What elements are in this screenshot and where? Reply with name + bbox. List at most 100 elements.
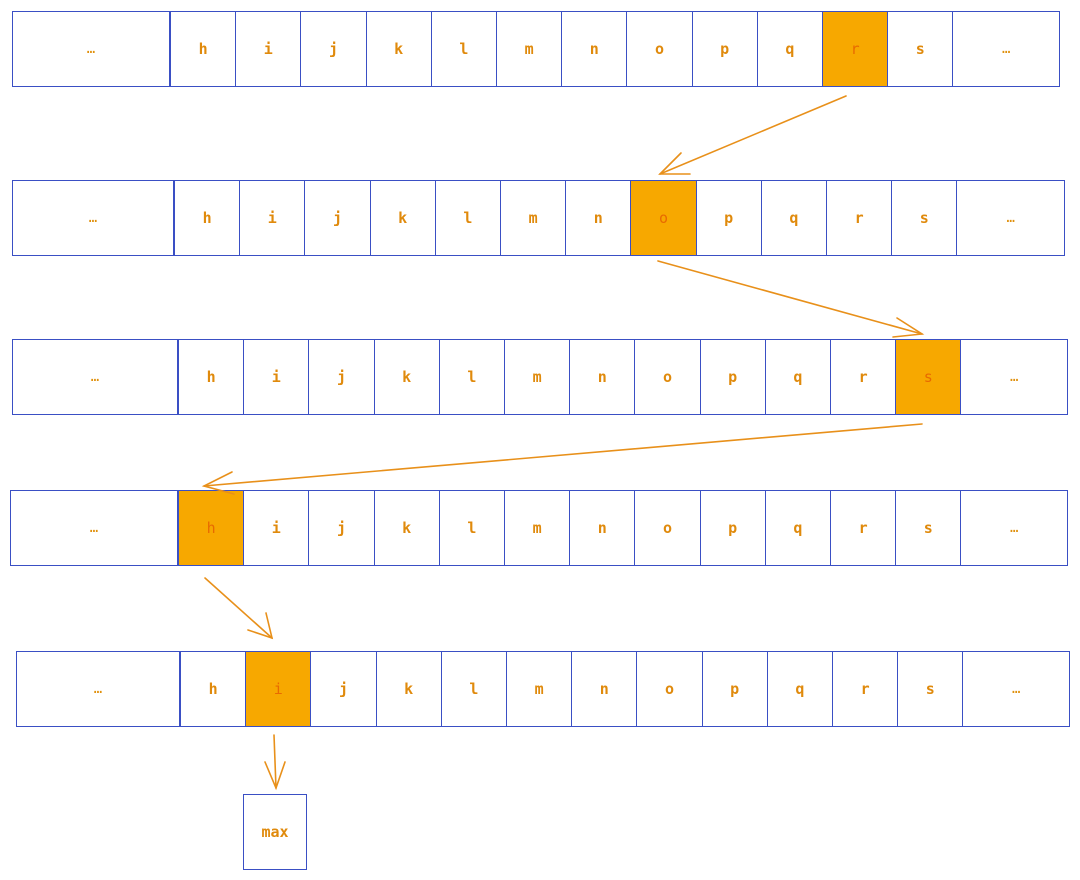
ellipsis-cell-left: …: [12, 180, 174, 256]
letter-cell-label: n: [593, 209, 603, 227]
arrow-h-to-i: [204, 577, 274, 640]
ellipsis-cell-right-label: …: [1001, 41, 1011, 57]
letter-cell-label: m: [532, 519, 542, 537]
letter-cell: l: [430, 11, 497, 87]
letter-cell-label: l: [463, 209, 473, 227]
letter-cell-label: h: [202, 209, 212, 227]
letter-cell: h: [180, 651, 247, 727]
letter-cell-label: l: [467, 519, 477, 537]
letter-cell-label: p: [720, 40, 730, 58]
max-box: max: [243, 794, 307, 870]
ellipsis-cell-left-label: …: [88, 210, 98, 226]
letter-cell: i: [235, 11, 302, 87]
highlighted-cell-label: r: [850, 40, 860, 58]
letter-cell-label: q: [793, 368, 803, 386]
letter-cell: h: [178, 339, 245, 415]
letter-cell: n: [561, 11, 628, 87]
letter-cell: o: [634, 490, 701, 566]
letter-cell-label: r: [858, 519, 868, 537]
letter-cell-label: o: [654, 40, 664, 58]
letter-cell-label: l: [469, 680, 479, 698]
letter-cell-label: j: [338, 680, 348, 698]
ellipsis-cell-left: …: [12, 11, 170, 87]
letter-cell-label: s: [915, 40, 925, 58]
letter-cell-label: j: [336, 368, 346, 386]
letter-cell: o: [636, 651, 703, 727]
letter-cell-label: o: [662, 368, 672, 386]
letter-cell-label: j: [328, 40, 338, 58]
ellipsis-cell-left: …: [16, 651, 180, 727]
letter-cell: j: [304, 180, 371, 256]
letter-cell: s: [891, 180, 958, 256]
letter-cell-label: j: [332, 209, 342, 227]
letter-cell-label: m: [532, 368, 542, 386]
letter-cell-label: q: [785, 40, 795, 58]
letter-cell-label: o: [662, 519, 672, 537]
letter-cell-label: p: [724, 209, 734, 227]
ellipsis-cell-right: …: [952, 11, 1060, 87]
letter-cell-label: r: [854, 209, 864, 227]
letter-cell: r: [832, 651, 899, 727]
letter-cell-label: q: [795, 680, 805, 698]
letter-cell: n: [571, 651, 638, 727]
letter-cell-label: r: [858, 368, 868, 386]
max-label: max: [261, 823, 289, 841]
arrow-r-to-o: [658, 95, 847, 175]
ellipsis-cell-right-label: …: [1006, 210, 1015, 226]
letter-cell: h: [170, 11, 237, 87]
letter-cell: j: [310, 651, 377, 727]
letter-cell: k: [373, 339, 440, 415]
highlighted-cell: o: [630, 180, 697, 256]
ellipsis-cell-right: …: [962, 651, 1070, 727]
ellipsis-cell-right-label: …: [1009, 520, 1019, 536]
letter-cell-label: k: [394, 40, 404, 58]
letter-cell-label: s: [919, 209, 929, 227]
letter-cell-label: k: [402, 368, 412, 386]
ellipsis-cell-left-label: …: [90, 369, 100, 385]
letter-cell: s: [887, 11, 954, 87]
arrow-s-to-h: [201, 423, 923, 495]
letter-cell: p: [691, 11, 758, 87]
letter-cell-label: h: [198, 40, 208, 58]
letter-cell-label: n: [589, 40, 599, 58]
letter-cell-label: o: [664, 680, 674, 698]
letter-cell: n: [565, 180, 632, 256]
letter-cell-label: k: [404, 680, 414, 698]
letter-cell: l: [434, 180, 501, 256]
letter-cell-label: i: [271, 368, 281, 386]
letter-cell: q: [760, 180, 827, 256]
highlighted-cell-label: o: [658, 209, 668, 227]
ellipsis-cell-left: …: [12, 339, 178, 415]
letter-cell: l: [438, 339, 505, 415]
letter-cell: r: [826, 180, 893, 256]
letter-cell: m: [496, 11, 563, 87]
letter-cell-label: q: [793, 519, 803, 537]
letter-cell: i: [243, 490, 310, 566]
letter-cell: s: [897, 651, 964, 727]
ellipsis-cell-right-label: …: [1011, 681, 1021, 697]
letter-cell-label: n: [597, 519, 607, 537]
letter-cell: q: [764, 339, 831, 415]
letter-cell-label: m: [534, 680, 544, 698]
letter-cell: l: [440, 651, 507, 727]
letter-cell-label: m: [524, 40, 534, 58]
ellipsis-cell-left: …: [10, 490, 178, 566]
letter-cell: k: [373, 490, 440, 566]
letter-cell-label: l: [467, 368, 477, 386]
ellipsis-cell-right: …: [960, 339, 1068, 415]
letter-cell-label: j: [336, 519, 346, 537]
letter-cell-label: p: [730, 680, 740, 698]
ellipsis-cell-left-label: …: [89, 520, 99, 536]
letter-cell: q: [764, 490, 831, 566]
letter-cell-label: l: [459, 40, 469, 58]
letter-cell-label: m: [528, 209, 538, 227]
letter-cell-label: k: [402, 519, 412, 537]
letter-cell: m: [504, 490, 571, 566]
letter-cell-label: i: [271, 519, 281, 537]
letter-cell-label: p: [728, 519, 738, 537]
highlighted-cell-label: s: [923, 368, 933, 386]
letter-cell-label: i: [267, 209, 277, 227]
letter-cell: q: [756, 11, 823, 87]
letter-cell: o: [634, 339, 701, 415]
